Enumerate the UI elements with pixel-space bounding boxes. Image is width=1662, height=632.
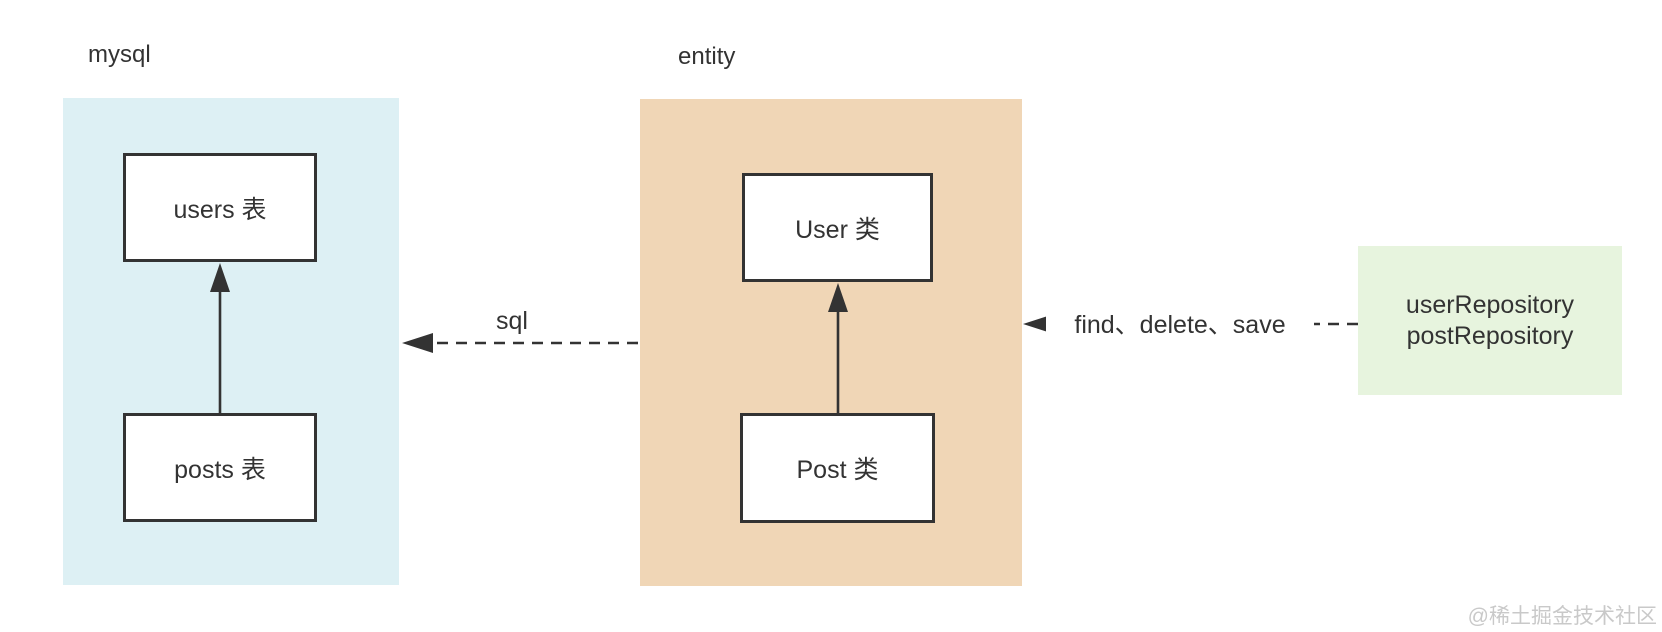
posts-table-node: posts 表 [123,413,317,522]
posts-table-label: posts 表 [174,455,266,484]
repository-node: userRepository postRepository [1358,246,1622,395]
post-class-node: Post 类 [740,413,935,523]
user-class-node: User 类 [742,173,933,282]
post-repository-label: postRepository [1406,321,1574,350]
mysql-group-label: mysql [88,41,151,68]
user-repository-label: userRepository [1405,290,1575,319]
sql-arrow-label: sql [496,307,528,335]
sql-arrow [402,333,638,353]
watermark: @稀土掘金技术社区 [1467,605,1657,628]
find-delete-save-arrow-label: find、delete、save [1046,310,1314,340]
entity-group-label: entity [678,43,736,70]
user-class-label: User 类 [795,215,880,244]
sql-arrowhead-icon [402,333,433,353]
users-table-label: users 表 [173,195,267,224]
post-class-label: Post 类 [796,456,879,484]
users-table-node: users 表 [123,153,317,262]
